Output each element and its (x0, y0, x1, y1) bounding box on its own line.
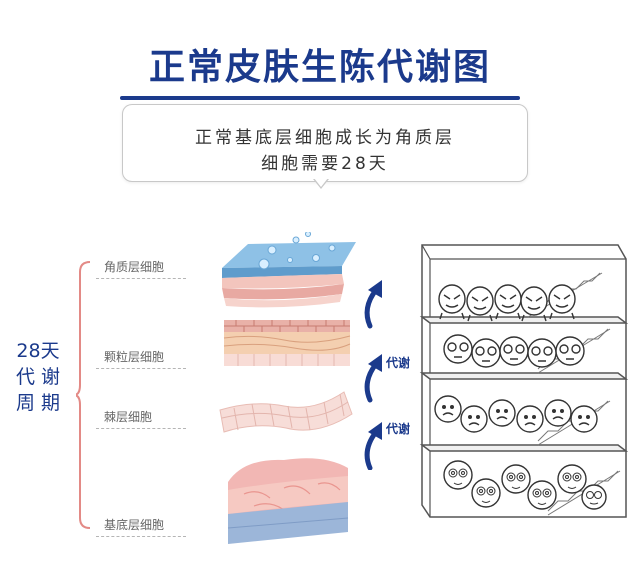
cycle-period-label: 28天 代 谢 周 期 (8, 338, 68, 416)
layer-label-stratum-basale: 基底层细胞 (104, 518, 165, 532)
stratum-corneum-graphic (222, 232, 356, 308)
bubble-text-line-2: 细胞需要28天 (261, 154, 389, 174)
speech-bubble: 正常基底层细胞成长为角质层 细胞需要28天 (122, 104, 528, 182)
bubble-tail-inner (314, 178, 328, 187)
stratum-spinosum-graphic (219, 391, 353, 433)
building-floors (419, 316, 628, 452)
metabolism-label: 代谢 (386, 422, 411, 436)
skin-layers-illustration (219, 232, 356, 544)
cell-building-illustration (419, 244, 628, 518)
period-line-1: 28天 (16, 340, 60, 362)
corneum-cell-row (438, 284, 576, 322)
granulosum-cell-row (443, 334, 585, 368)
stratum-basale-graphic (227, 458, 349, 544)
metabolism-arrow-icon (364, 354, 382, 403)
metabolism-arrows (364, 280, 382, 470)
layer-divider (96, 428, 186, 429)
stratum-granulosum-graphic (223, 320, 351, 366)
metabolism-arrow-icon (364, 280, 382, 329)
layer-label-stratum-corneum: 角质层细胞 (104, 260, 165, 274)
layer-label-stratum-spinosum: 棘层细胞 (104, 410, 153, 424)
bubble-text-line-1: 正常基底层细胞成长为角质层 (195, 128, 455, 148)
title-underline (120, 96, 520, 100)
basale-cell-row (443, 460, 607, 510)
spinosum-cell-row (434, 395, 598, 433)
metabolism-arrow-icon (364, 422, 382, 470)
metabolism-label: 代谢 (386, 356, 411, 370)
cycle-bracket (76, 261, 91, 529)
period-line-3: 周 期 (15, 392, 61, 414)
layer-divider (96, 368, 186, 369)
period-line-2: 代 谢 (15, 366, 61, 388)
layer-divider (96, 536, 186, 537)
layer-divider (96, 278, 186, 279)
layer-label-stratum-granulosum: 颗粒层细胞 (104, 350, 165, 364)
page-title: 正常皮肤生陈代谢图 (148, 47, 491, 88)
